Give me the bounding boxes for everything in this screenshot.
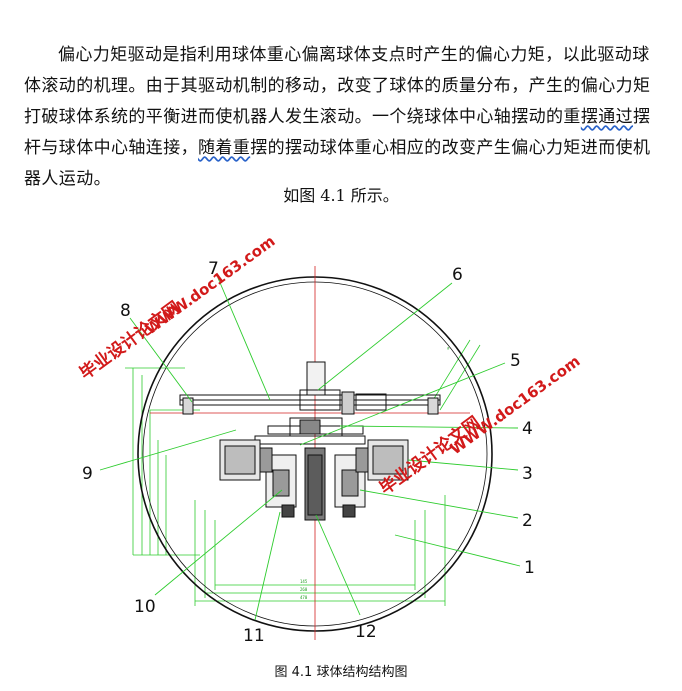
part-label-8: 8 xyxy=(120,301,131,321)
watermark-right: WWW.doc163.com 毕业设计论文网 xyxy=(376,352,584,499)
svg-text:∅: ∅ xyxy=(445,345,451,351)
figure-caption: 图 4.1 球体结构结构图 xyxy=(274,665,408,680)
paragraph-text-3: 摆的摆动球体重心相应的改变产生偏心力矩进而使机器人运动。 xyxy=(24,138,651,189)
paragraph-underlined-1: 摆通过 xyxy=(580,107,634,127)
part-label-1: 1 xyxy=(524,558,535,578)
paragraph-text-2: 摆杆与球体中心轴连接， xyxy=(24,107,651,158)
paragraph-text-1: 偏心力矩驱动是指利用球体重心偏离球体支点时产生的偏心力矩，以此驱动球体滚动的机理… xyxy=(24,45,651,127)
dimension-values: 145 260 470 ∅ xyxy=(300,345,451,600)
part-label-3: 3 xyxy=(522,464,533,484)
part-label-10: 10 xyxy=(134,597,156,617)
part-label-9: 9 xyxy=(82,464,93,484)
pendulum-assembly xyxy=(254,419,366,521)
main-shaft-assembly xyxy=(179,361,441,437)
leader-lines xyxy=(99,277,521,621)
part-label-7: 7 xyxy=(208,259,219,279)
figure-reference: 如图 4.1 所示。 xyxy=(283,186,399,205)
part-label-6: 6 xyxy=(452,265,463,285)
part-labels: 1 2 3 4 5 6 7 8 9 10 11 12 xyxy=(82,259,535,646)
svg-text:470: 470 xyxy=(300,595,308,600)
body-paragraph: 偏心力矩驱动是指利用球体重心偏离球体支点时产生的偏心力矩，以此驱动球体滚动的机理… xyxy=(24,40,664,195)
drive-motors xyxy=(219,439,409,481)
part-label-11: 11 xyxy=(243,626,265,646)
svg-text:145: 145 xyxy=(300,579,308,584)
watermark-left: WWW.doc163.com 毕业设计论文网 xyxy=(76,232,279,384)
paragraph-underlined-2: 随着重 xyxy=(198,138,251,158)
part-label-5: 5 xyxy=(510,351,521,371)
part-label-4: 4 xyxy=(522,419,533,439)
part-label-2: 2 xyxy=(522,511,533,531)
part-label-12: 12 xyxy=(355,622,377,642)
svg-text:260: 260 xyxy=(300,587,308,592)
